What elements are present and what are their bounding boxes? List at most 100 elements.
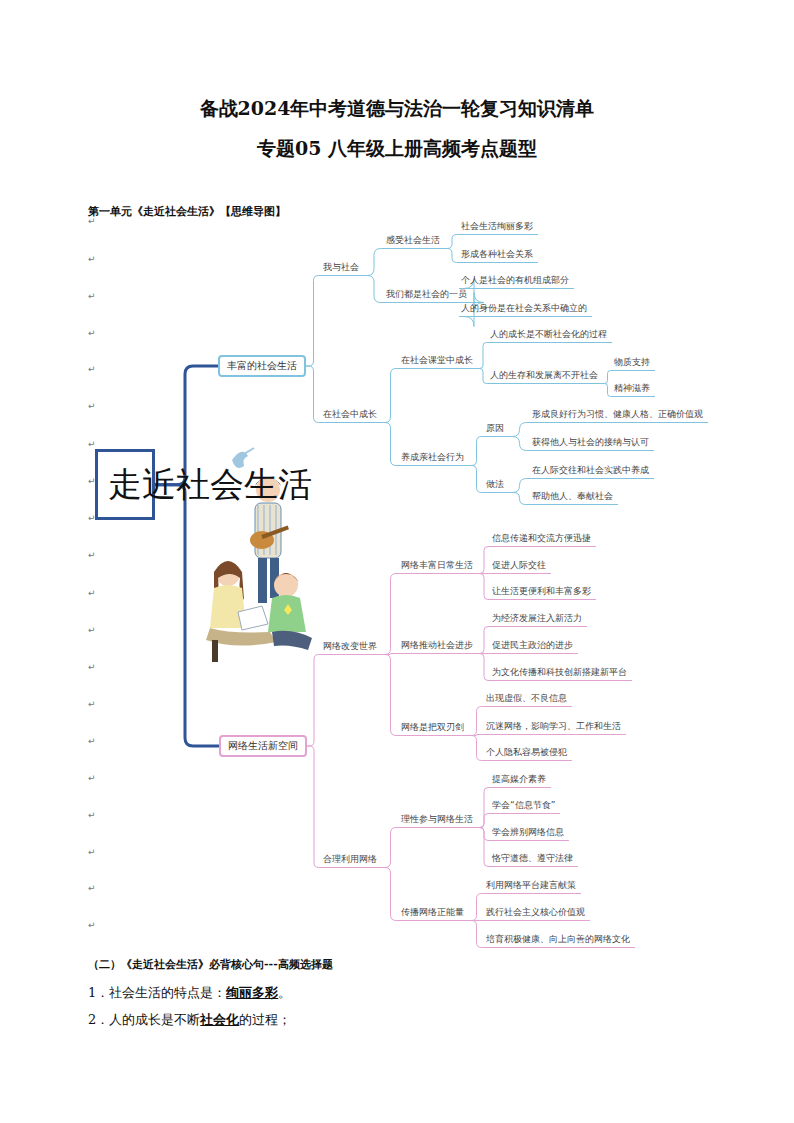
connector <box>469 736 484 761</box>
topic-item: 个人是社会的有机组成部分 <box>459 274 574 289</box>
topic-item: 养成亲社会行为 <box>399 451 469 466</box>
paragraph-mark: ↵ <box>88 291 96 301</box>
paragraph-mark: ↵ <box>88 364 96 374</box>
sentence-text: 。 <box>278 985 291 1000</box>
branch-box: 丰富的社会生活 <box>218 355 306 377</box>
underlined-answer: 绚丽多彩 <box>226 985 278 1000</box>
node-text: 丰富的社会生活 <box>227 360 297 371</box>
connector <box>478 369 488 384</box>
node-text: 出现虚假、不良信息 <box>486 693 567 703</box>
node-text: 形成各种社会关系 <box>461 249 533 259</box>
paragraph-mark: ↵ <box>88 328 96 338</box>
topic-item: 促进民主政治的进步 <box>490 639 578 654</box>
connector <box>306 366 321 423</box>
topic-item: 网络改变世界 <box>321 640 382 655</box>
topic-item: 人的成长是不断社会化的过程 <box>488 328 612 343</box>
topic-item: 促进人际交往 <box>490 559 551 574</box>
underlined-answer: 社会化 <box>200 1012 239 1027</box>
section-heading: （二）《走近社会生活》必背核心句---高频选择题 <box>88 957 333 972</box>
paragraph-mark: ↵ <box>88 401 96 411</box>
connector <box>382 655 399 736</box>
node-text: 原因 <box>486 423 504 433</box>
topic-item: 形成各种社会关系 <box>459 248 538 263</box>
paragraph-mark: ↵ <box>88 513 96 523</box>
node-text: 网络改变世界 <box>323 641 377 651</box>
topic-item: 形成良好行为习惯、健康人格、正确价值观 <box>530 408 708 423</box>
topic-item: 出现虚假、不良信息 <box>484 692 572 707</box>
connector <box>509 423 530 437</box>
connector <box>603 371 612 384</box>
node-text: 社会生活绚丽多彩 <box>461 221 533 231</box>
branch-box: 网络生活新空间 <box>219 735 307 757</box>
sentence-text: 1．社会生活的特点是： <box>88 985 226 1000</box>
topic-item: 感受社会生活 <box>384 234 445 249</box>
topic-item: 为文化传播和科技创新搭建新平台 <box>490 666 632 681</box>
connector <box>478 828 490 867</box>
node-text: 恪守道德、遵守法律 <box>492 853 573 863</box>
paragraph-mark: ↵ <box>88 920 96 930</box>
connector <box>364 276 384 303</box>
paragraph-mark: ↵ <box>88 625 96 635</box>
connector <box>382 369 399 423</box>
node-text: 网络生活新空间 <box>228 740 298 751</box>
topic-item: 恪守道德、遵守法律 <box>490 852 578 867</box>
paragraph-mark: ↵ <box>88 588 96 598</box>
topic-item: 为经济发展注入新活力 <box>490 612 587 627</box>
topic-item: 网络丰富日常生活 <box>399 559 478 574</box>
connector <box>478 343 488 369</box>
topic-item: 在社会中成长 <box>321 408 382 423</box>
node-text: 为文化传播和科技创新搭建新平台 <box>492 667 627 677</box>
paragraph-mark: ↵ <box>88 810 96 820</box>
page-title: 备战2024年中考道德与法治一轮复习知识清单 <box>0 96 794 122</box>
node-text: 获得他人与社会的接纳与认可 <box>532 437 649 447</box>
node-text: 物质支持 <box>614 357 650 367</box>
topic-item: 做法 <box>484 478 509 493</box>
node-text: 利用网络平台建言献策 <box>486 880 576 890</box>
topic-item: 在社会课堂中成长 <box>399 354 478 369</box>
connector <box>478 654 490 681</box>
node-text: 培育积极健康、向上向善的网络文化 <box>486 934 630 944</box>
node-text: 在社会课堂中成长 <box>401 355 473 365</box>
connector <box>509 493 530 505</box>
topic-item: 提高媒介素养 <box>490 773 551 788</box>
node-text: 人的成长是不断社会化的过程 <box>490 329 607 339</box>
topic-item: 社会生活绚丽多彩 <box>459 220 538 235</box>
topic-item: 传播网络正能量 <box>399 906 469 921</box>
node-text: 做法 <box>486 479 504 489</box>
node-text: 合理利用网络 <box>323 854 377 864</box>
node-text: 促进人际交往 <box>492 560 546 570</box>
node-text: 我与社会 <box>323 262 359 272</box>
connector <box>445 249 459 263</box>
node-text: 个人是社会的有机组成部分 <box>461 275 569 285</box>
connector <box>155 485 219 746</box>
paragraph-mark: ↵ <box>88 476 96 486</box>
paragraph-mark: ↵ <box>88 773 96 783</box>
node-text: 理性参与网络生活 <box>401 814 473 824</box>
connector <box>478 627 490 654</box>
node-text: 促进民主政治的进步 <box>492 640 573 650</box>
connector <box>382 574 399 655</box>
topic-item: 沉迷网络，影响学习、工作和生活 <box>484 720 626 735</box>
text-line: 1．社会生活的特点是：绚丽多彩。 <box>88 984 291 1002</box>
topic-item: 个人隐私容易被侵犯 <box>484 746 572 761</box>
connector <box>469 707 484 736</box>
topic-item: 网络推动社会进步 <box>399 639 478 654</box>
topic-item: 精神滋养 <box>612 382 655 397</box>
paragraph-mark: ↵ <box>88 216 96 226</box>
topic-item: 人的生存和发展离不开社会 <box>488 369 603 384</box>
topic-item: 让生活更便利和丰富多彩 <box>490 585 596 600</box>
page-subtitle: 专题05 八年级上册高频考点题型 <box>0 136 794 162</box>
node-text: 养成亲社会行为 <box>401 452 464 462</box>
connector <box>469 466 484 493</box>
topic-item: 践行社会主义核心价值观 <box>484 906 590 921</box>
connector <box>307 746 321 868</box>
node-text: 信息传递和交流方便迅捷 <box>492 533 591 543</box>
topic-item: 我与社会 <box>321 261 364 276</box>
node-text: 帮助他人、奉献社会 <box>532 491 613 501</box>
connector <box>478 574 490 600</box>
node-text: 网络推动社会进步 <box>401 640 473 650</box>
node-text: 精神滋养 <box>614 383 650 393</box>
